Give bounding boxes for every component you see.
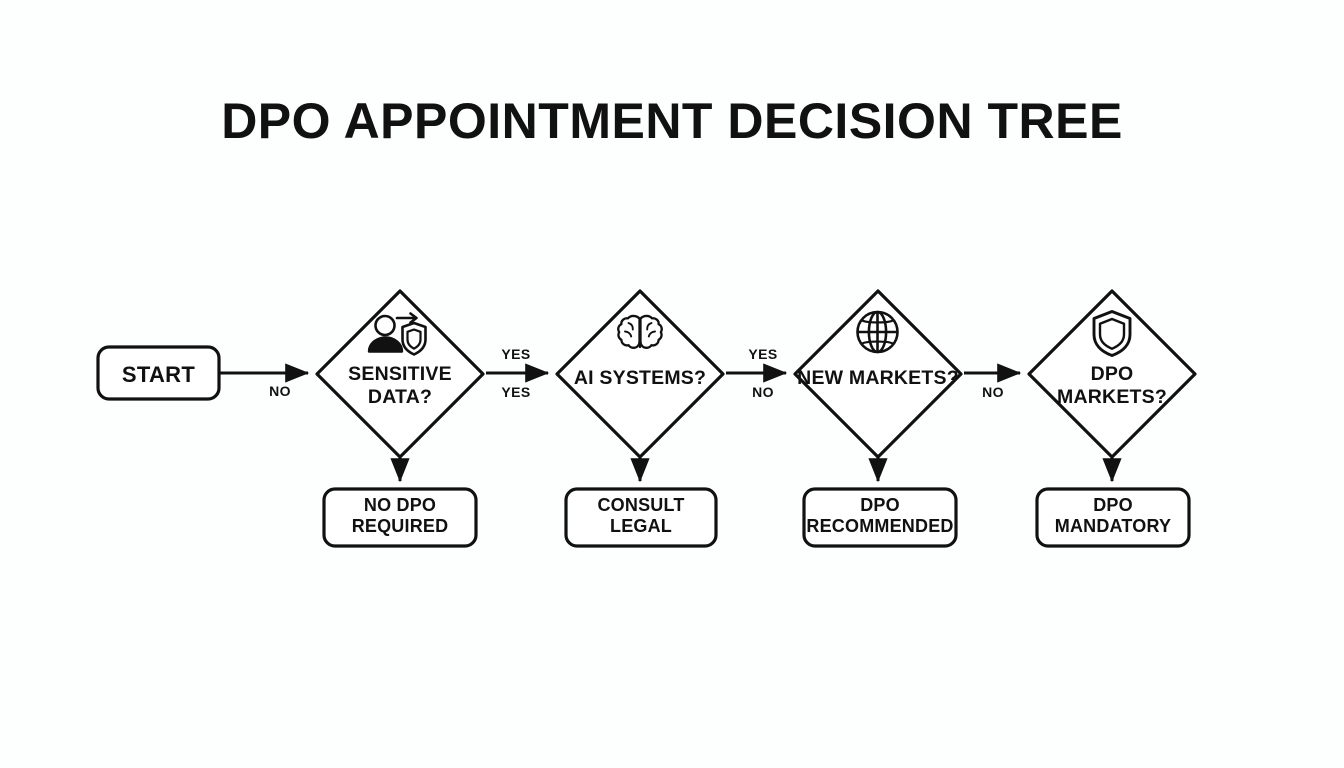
person-transfer-shield-icon	[367, 312, 427, 356]
node-shape-sensitive-data[interactable]	[315, 289, 485, 459]
node-shape-dpo-markets[interactable]	[1027, 289, 1197, 459]
node-shape-dpo-mandatory[interactable]	[1035, 487, 1191, 548]
globe-icon	[856, 310, 899, 354]
node-shape-start[interactable]	[96, 345, 221, 401]
node-shape-dpo-recommended[interactable]	[802, 487, 958, 548]
node-shape-no-dpo-required[interactable]	[322, 487, 478, 548]
page-title: DPO APPOINTMENT DECISION TREE	[221, 93, 1123, 149]
node-shape-ai-systems[interactable]	[555, 289, 725, 459]
brain-icon	[617, 314, 663, 349]
shield-icon	[1092, 310, 1132, 357]
node-shape-consult-legal[interactable]	[564, 487, 718, 548]
